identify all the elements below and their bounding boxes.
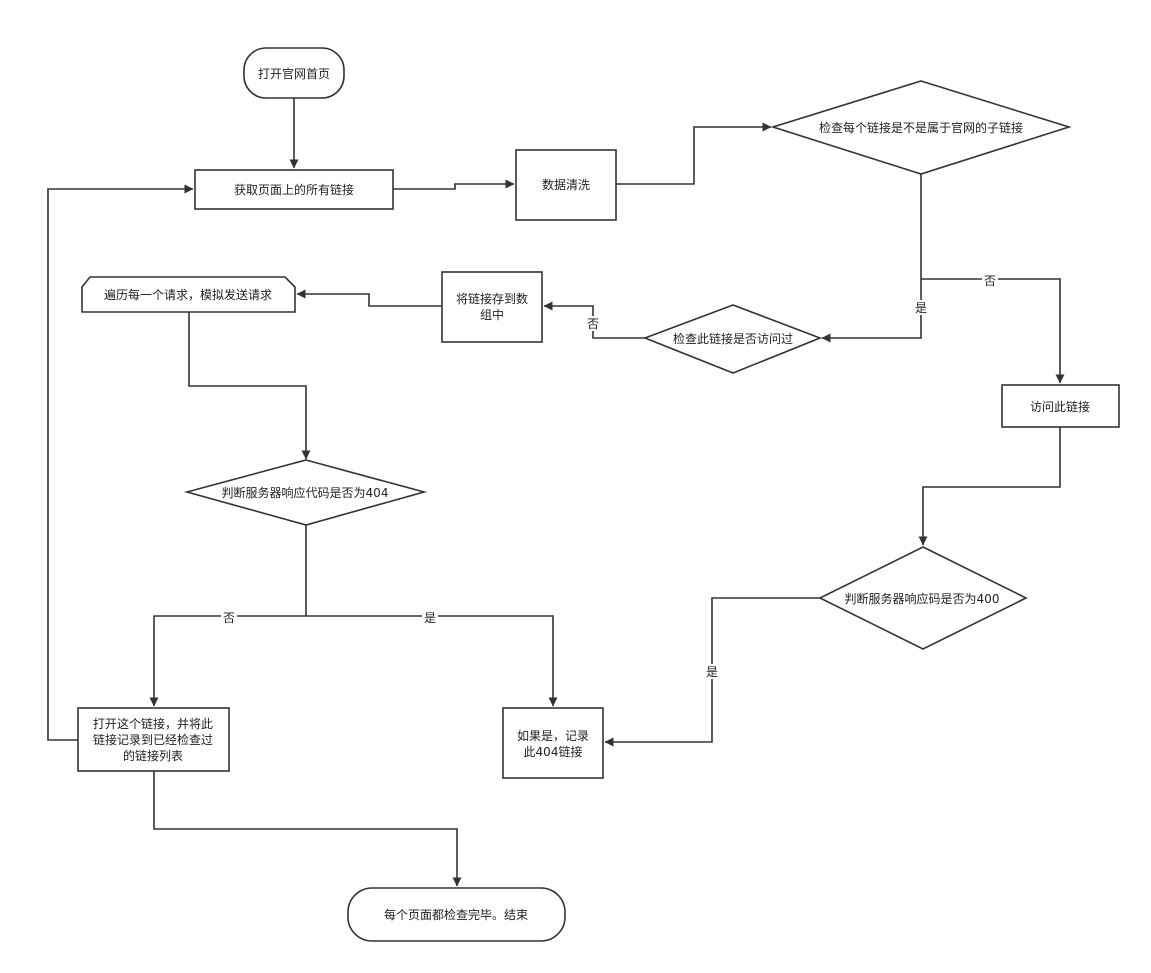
node-store-label-2: 组中 (480, 307, 504, 322)
label-sub-yes: 是 (915, 301, 927, 315)
node-start: 打开官网首页 (243, 47, 345, 99)
edge-check-sub-yes-to-check-visited (821, 174, 922, 343)
node-judge-404: 判断服务器响应代码是否为404 (183, 459, 428, 526)
node-judge-400: 判断服务器响应码是否为400 (818, 546, 1028, 650)
edge-check-sub-no-to-visit (921, 278, 1065, 384)
node-open-label-2: 链接记录到已经检查过 (93, 732, 213, 747)
node-open-label-3: 的链接列表 (123, 748, 183, 763)
label-judge404-no: 否 (223, 611, 235, 625)
edge-store-to-iterate (296, 289, 442, 307)
node-check-sub: 检查每个链接是不是属于官网的子链接 (770, 80, 1072, 175)
node-check-visited-label: 检查此链接是否访问过 (673, 331, 793, 346)
node-clean: 数据清洗 (515, 149, 617, 221)
node-end: 每个页面都检查完毕。结束 (347, 887, 566, 942)
label-visited-no: 否 (587, 317, 599, 331)
node-check-visited: 检查此链接是否访问过 (642, 304, 823, 374)
edge-judge-404-yes-to-record (306, 615, 558, 707)
node-store-label-1: 将链接存到数 (456, 291, 528, 306)
node-iterate: 遍历每一个请求，模拟发送请求 (81, 276, 296, 313)
edge-open-loop-to-get-links (47, 184, 194, 741)
node-visit-label: 访问此链接 (1030, 399, 1090, 414)
edge-get-links-to-clean (393, 179, 515, 190)
node-record-label-1: 如果是，记录 (517, 728, 589, 743)
node-store: 将链接存到数 组中 (441, 271, 543, 343)
label-sub-no: 否 (984, 274, 996, 288)
node-judge-404-label: 判断服务器响应代码是否为404 (222, 485, 389, 500)
edge-visit-to-judge-400 (918, 427, 1061, 546)
edge-open-to-end (153, 771, 462, 887)
label-judge404-yes: 是 (424, 611, 436, 625)
node-record-404: 如果是，记录 此404链接 (502, 707, 604, 779)
node-get-links: 获取页面上的所有链接 (194, 169, 394, 210)
node-start-label: 打开官网首页 (258, 66, 330, 81)
edge-clean-to-check-sub (616, 122, 772, 185)
label-judge400-yes: 是 (706, 665, 718, 679)
node-visit: 访问此链接 (1001, 384, 1120, 428)
edges (47, 98, 1065, 887)
node-record-label-2: 此404链接 (524, 744, 583, 759)
node-open-and-record: 打开这个链接，并将此 链接记录到已经检查过 的链接列表 (77, 707, 230, 772)
node-get-links-label: 获取页面上的所有链接 (234, 182, 354, 197)
node-iterate-label: 遍历每一个请求，模拟发送请求 (104, 287, 272, 302)
node-judge-400-label: 判断服务器响应码是否为400 (845, 591, 1000, 606)
edge-labels: 否 是 否 否 是 是 (221, 272, 998, 679)
node-open-label-1: 打开这个链接，并将此 (93, 716, 213, 731)
node-end-label: 每个页面都检查完毕。结束 (384, 907, 528, 922)
node-clean-label: 数据清洗 (542, 177, 590, 192)
edge-iterate-to-judge-404 (188, 312, 311, 460)
node-check-sub-label: 检查每个链接是不是属于官网的子链接 (819, 120, 1023, 135)
